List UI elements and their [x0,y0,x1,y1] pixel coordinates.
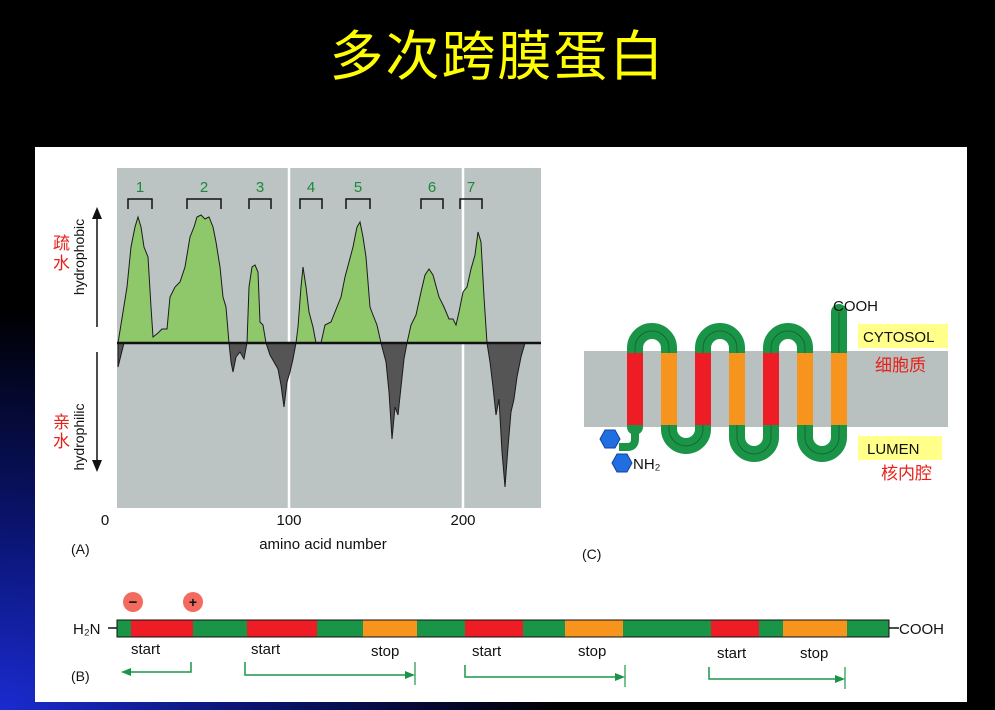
hydrophilic-region [228,342,248,373]
lumen-label-bg [858,436,942,460]
x-axis-label: amino acid number [259,536,387,553]
start-label: start [472,643,502,660]
sequence-segment-orange [363,620,417,637]
x-tick-label: 200 [450,512,475,529]
start-label: start [131,641,161,658]
tm-segment-red [695,353,711,425]
sequence-segment-green [523,620,565,637]
sequence-segment-red [465,620,523,637]
stop-label: stop [371,643,399,660]
panel-c-label: (C) [582,546,601,562]
tm-segment-orange [831,353,847,425]
arrowhead-right-icon [405,671,415,679]
arrow-left [123,662,192,673]
cytosol-cn-label: 细胞质 [875,356,926,375]
figure-panel: 1 2 3 4 5 6 7 hydrophobic hydrophilic 疏 … [35,147,967,702]
topology-arrows [123,662,843,680]
sequence-segment-red [131,620,193,637]
hydrophobic-cn-label: 疏 [53,234,70,253]
sequence-segment-green [623,620,711,637]
lumen-cn-label: 核内腔 [881,464,932,483]
arrowhead-right-icon [615,673,625,681]
hydrophilic-region [380,342,408,440]
hydrophobic-region [295,266,317,344]
segment-label: 7 [467,179,475,196]
hydrophobic-region [246,264,267,344]
slide-title: 多次跨膜蛋白 [329,25,666,88]
panel-b-label: (B) [71,668,90,684]
x-tick-label: 0 [101,512,109,529]
sequence-segment-orange [565,620,623,637]
arrow-head-down-icon [92,460,102,472]
positive-charge-symbol: + [189,594,197,610]
stop-label: stop [800,645,828,662]
hydrophobic-label: hydrophobic [71,219,87,295]
segment-label: 2 [200,179,208,196]
hydropathy-plot: 1 2 3 4 5 6 7 hydrophobic hydrophilic 疏 … [53,168,541,557]
start-label: start [251,641,281,658]
sequence-segment-green [317,620,363,637]
c-terminus-label: COOH [899,621,944,638]
cooh-label: COOH [833,298,878,315]
negative-charge-symbol: − [129,594,138,611]
sequence-bar: H₂N COOH − + start start stop start sto [71,592,944,689]
panel-a-label: (A) [71,541,90,557]
sequence-segment-green [847,620,889,637]
sequence-segment-orange [783,620,847,637]
segment-label: 6 [428,179,436,196]
tm-segment-red [627,353,643,425]
arrow-head-up-icon [92,207,102,219]
tm-segment-orange [661,353,677,425]
segment-brackets [127,198,483,209]
segment-label: 5 [354,179,362,196]
arrow-right [464,665,623,678]
hydrophobic-region [117,214,230,344]
sequence-segment-green [417,620,465,637]
n-terminus-label: H₂N [73,621,101,638]
tm-segment-red [763,353,779,425]
arrowhead-left-icon [121,668,131,676]
arrow-right [244,662,413,676]
negative-charge-icon [123,592,143,612]
sequence-segment-green [759,620,783,637]
tm-segment-orange [797,353,813,425]
x-tick-label: 100 [276,512,301,529]
hydrophobic-region [320,220,382,344]
membrane-topology: COOH NH₂ CYTOSOL 细胞质 LUMEN 核内腔 (C) [582,298,948,562]
hydrophobic-cn-label: 水 [53,254,70,273]
hydrophilic-region [265,342,297,408]
segment-label: 1 [136,179,144,196]
sequence-segment-green [193,620,247,637]
n-terminal-tail [619,425,639,451]
positive-charge-icon [183,592,203,612]
sugar-hexagon-icon [599,429,621,449]
hydrophilic-region [486,342,526,488]
sequence-segment-green [117,620,131,637]
segment-label: 4 [307,179,315,196]
tm-segment-orange [729,353,745,425]
nh2-label: NH₂ [633,456,661,473]
start-label: start [717,645,747,662]
arrow-right [708,667,843,680]
sugar-hexagon-icon [611,453,633,473]
hydrophobic-region [406,231,488,344]
sequence-segment-red [711,620,759,637]
arrowhead-right-icon [835,675,845,683]
hydrophilic-cn-label: 水 [53,432,70,451]
sequence-segment-red [247,620,317,637]
hydrophilic-cn-label: 亲 [53,413,70,432]
cytosol-label: CYTOSOL [863,329,934,346]
lumen-label: LUMEN [867,441,920,458]
hydrophilic-label: hydrophilic [71,404,87,471]
stop-label: stop [578,643,606,660]
segment-label: 3 [256,179,264,196]
cytosol-label-bg [858,324,948,348]
